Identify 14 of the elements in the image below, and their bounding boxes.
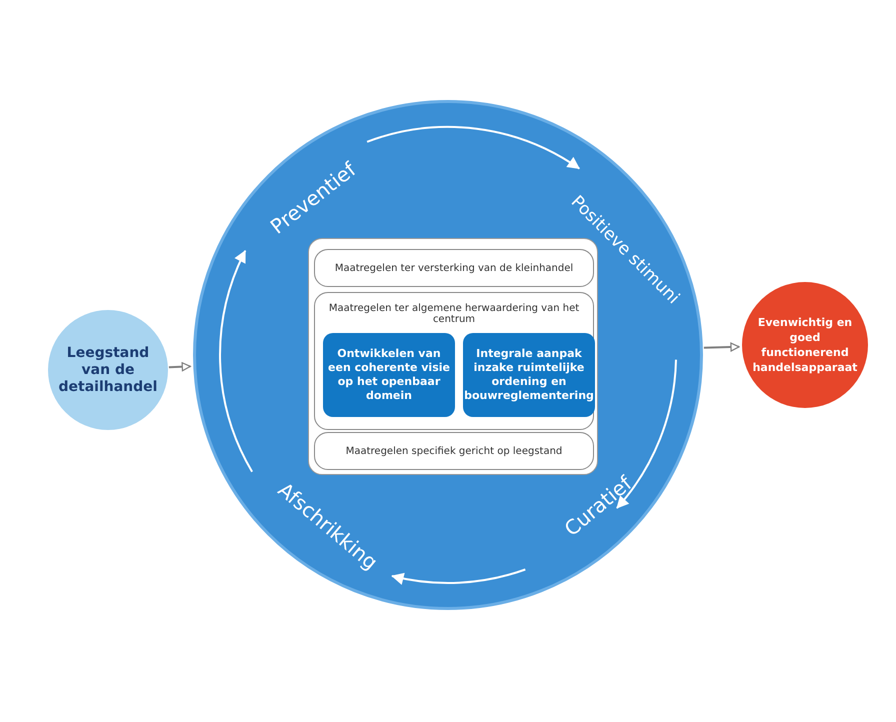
start-circle: Leegstand van de detailhandel	[48, 310, 168, 430]
arrow	[366, 126, 580, 170]
action-box: Ontwikkelen van een coherente visie op het openbaar domein	[323, 333, 455, 417]
band-heading: Maatregelen ter algemene herwaardering van het centrum	[328, 303, 580, 325]
action-box: Integrale aanpak inzake ruimtelijke ordening en bouwreglementering	[463, 333, 595, 417]
arrow	[219, 250, 253, 472]
arrow	[168, 362, 191, 372]
goal-circle: Evenwichtig en goed functionerend handelsapparaat	[742, 282, 868, 408]
measure-band: Maatregelen ter versterking van de kleinhandel	[314, 249, 594, 287]
measure-band: Maatregelen specifiek gericht op leegstand	[314, 432, 594, 470]
arrow	[616, 360, 677, 509]
arrow	[392, 568, 526, 584]
arrow	[704, 342, 740, 352]
measure-band	[314, 292, 594, 430]
